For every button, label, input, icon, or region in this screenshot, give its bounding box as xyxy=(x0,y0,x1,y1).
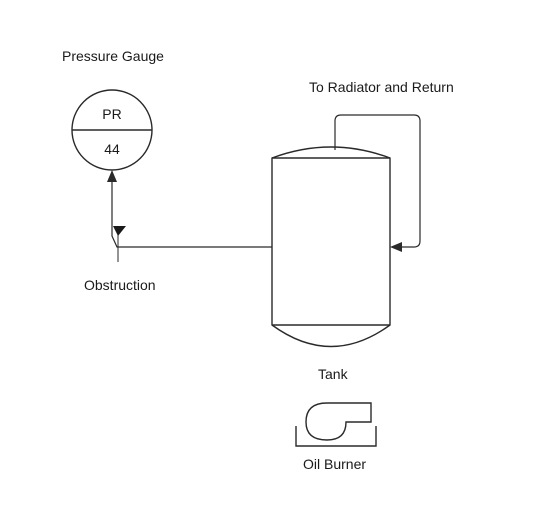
gauge-tag-bottom: 44 xyxy=(104,141,120,157)
radiator-label: To Radiator and Return xyxy=(309,79,454,95)
gauge-signal-line xyxy=(107,170,272,248)
tank-vessel xyxy=(271,146,391,348)
pressure-gauge xyxy=(71,89,153,171)
gauge-tag-top: PR xyxy=(102,106,122,122)
tank-body xyxy=(271,146,391,348)
tank-label: Tank xyxy=(318,366,348,382)
burner-base xyxy=(295,426,377,447)
oil-burner-symbol xyxy=(295,402,377,447)
obstruction-triangle xyxy=(113,226,126,236)
radiator-return-line xyxy=(334,114,421,252)
oil-burner-label: Oil Burner xyxy=(303,456,367,472)
burner-blower-housing xyxy=(305,402,372,441)
obstruction-marker xyxy=(113,226,126,262)
obstruction-label: Obstruction xyxy=(84,277,156,293)
pressure-gauge-label: Pressure Gauge xyxy=(62,48,164,64)
